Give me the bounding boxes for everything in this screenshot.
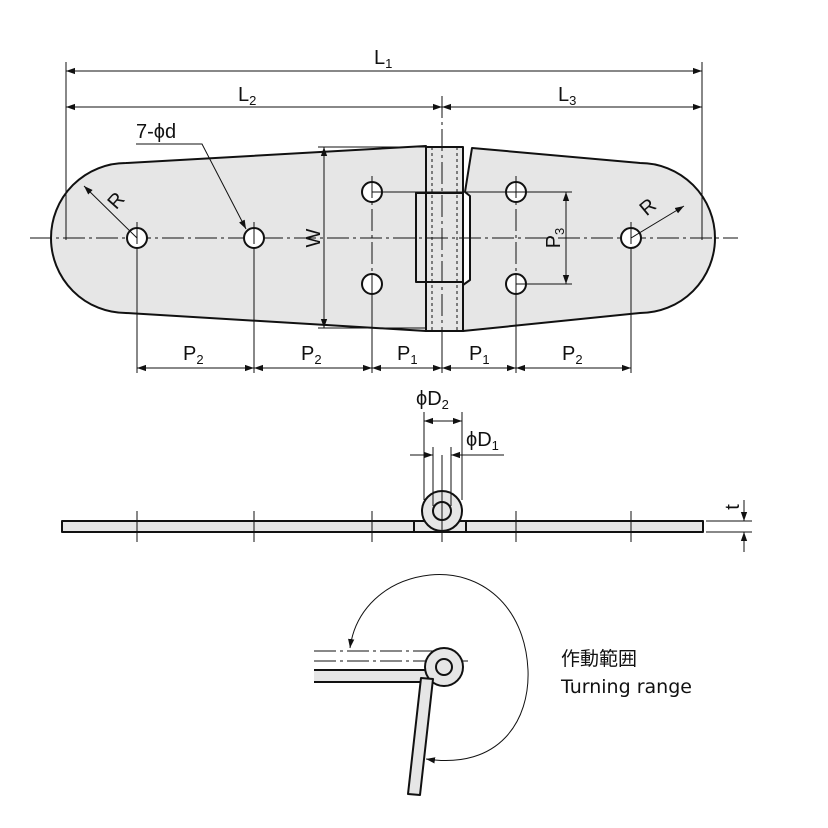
side-leaf [61, 520, 704, 533]
dim-P2-2: P2 [301, 343, 322, 367]
turning-range-view: 作動範囲 Turning range [314, 574, 692, 796]
dim-P1-2: P1 [469, 343, 490, 367]
dim-W: W [303, 228, 325, 247]
dim-P2-3: P2 [562, 343, 583, 367]
dim-L2: L2 [238, 84, 256, 108]
dim-P2-1: P2 [183, 343, 204, 367]
top-view: L1 L2 L3 7-ϕd W P3 R R [30, 47, 738, 373]
side-view: ϕD2 ϕD1 t [61, 388, 752, 552]
rotated-leaf [407, 677, 434, 796]
right-leaf [462, 147, 716, 332]
dim-L3: L3 [558, 84, 576, 108]
turning-arc [348, 574, 529, 764]
dim-L1: L1 [374, 47, 392, 71]
dim-P1-1: P1 [397, 343, 418, 367]
dim-D2: ϕD2 [416, 388, 449, 412]
turning-range-label-ja: 作動範囲 [561, 648, 637, 670]
dim-t: t [722, 504, 744, 510]
dim-D1: ϕD1 [466, 429, 499, 453]
turning-range-label-en: Turning range [560, 676, 692, 698]
dim-P3: P3 [543, 228, 567, 249]
hole-spec-label: 7-ϕd [136, 121, 176, 143]
